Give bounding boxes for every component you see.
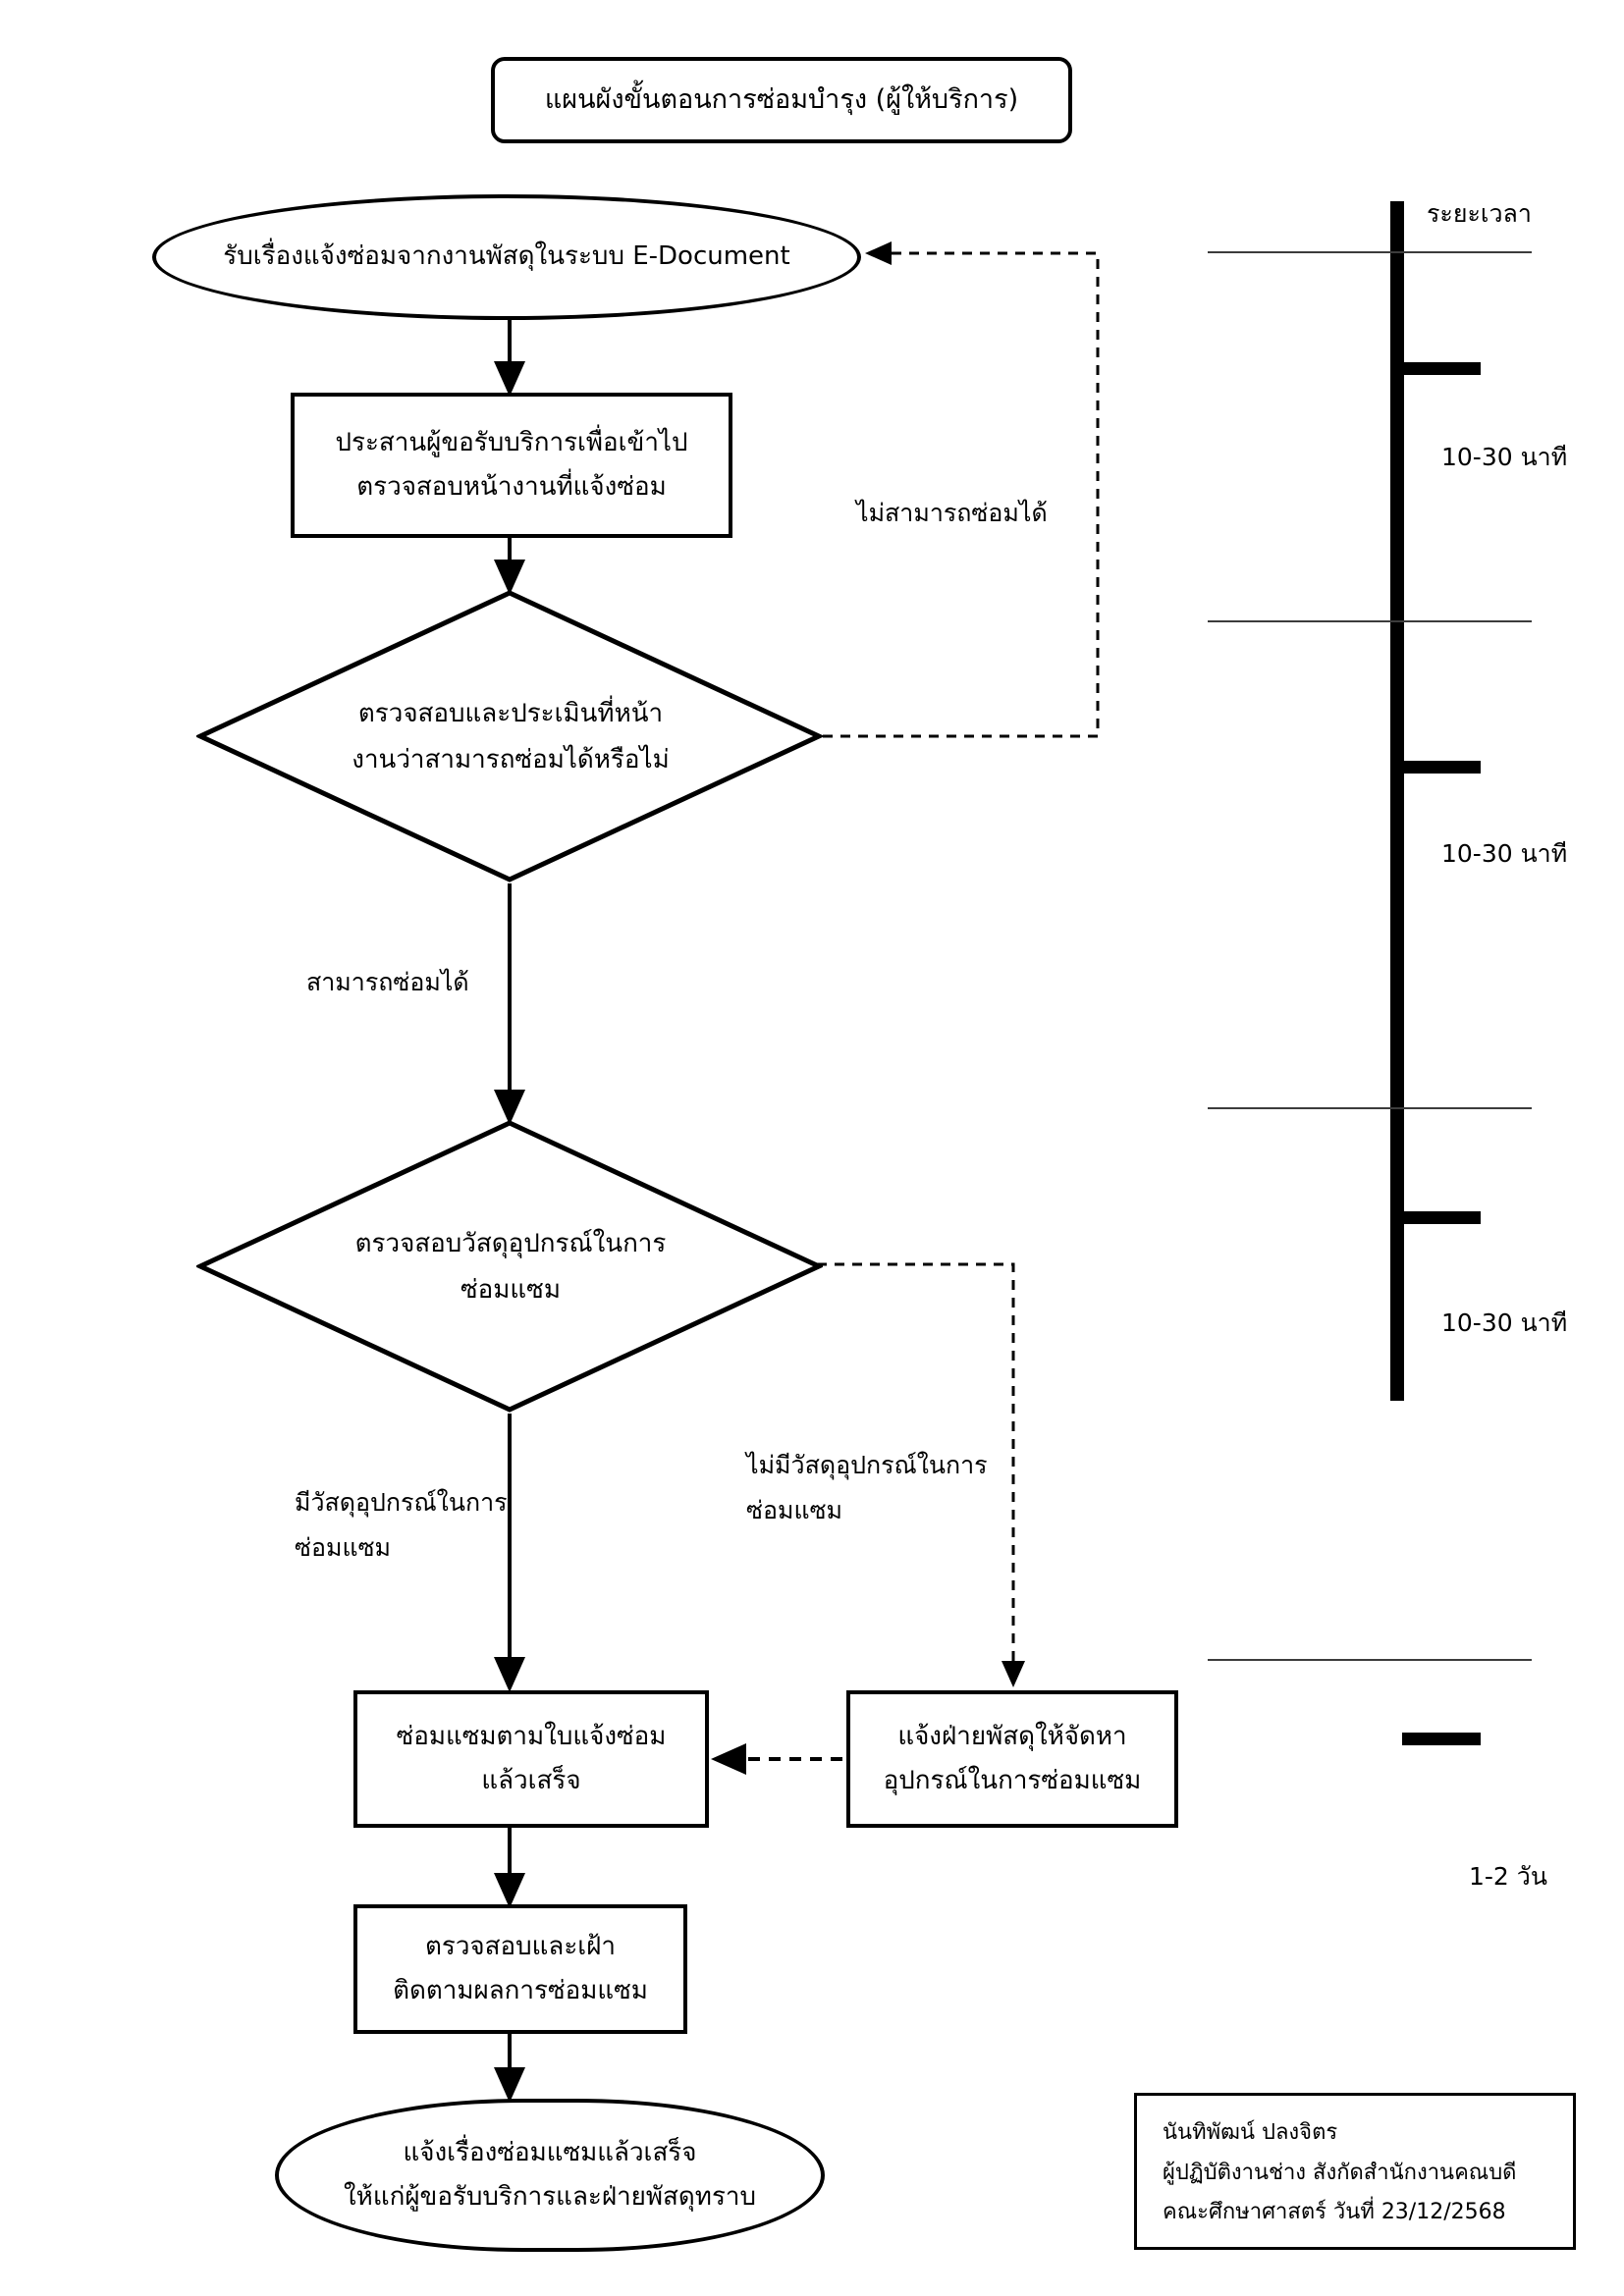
author-signature-box: นันทิพัฒน์ ปลงจิตร ผู้ปฏิบัติงานช่าง สัง…	[1134, 2093, 1576, 2250]
edge-label-can-repair: สามารถซ่อมได้	[306, 968, 469, 996]
decision-diamond-shape	[196, 1120, 823, 1413]
node-repair-line1: ซ่อมแซมตามใบแจ้งซ่อม	[396, 1721, 667, 1751]
node-decision-can-repair-label: ตรวจสอบและประเมินที่หน้า งานว่าสามารถซ่อ…	[304, 673, 717, 801]
timeline-separator-4	[1208, 1659, 1532, 1661]
timeline-separator-1	[1208, 251, 1532, 253]
node-coordinate-with-requester: ประสานผู้ขอรับบริการเพื่อเข้าไป ตรวจสอบห…	[291, 393, 732, 538]
timeline-duration-2: 10-30 นาที	[1441, 839, 1568, 868]
node-decision1-line2: งานว่าสามารถซ่อมได้หรือไม่	[352, 745, 670, 774]
node-start-receive-request: รับเรื่องแจ้งซ่อมจากงานพัสดุในระบบ E-Doc…	[152, 194, 861, 320]
node-end-line1: แจ้งเรื่องซ่อมแซมแล้วเสร็จ	[403, 2137, 697, 2167]
node-monitor-repair-result: ตรวจสอบและเฝ้า ติดตามผลการซ่อมแซม	[353, 1904, 687, 2034]
timeline-tick-2	[1402, 761, 1481, 774]
author-faculty-date: คณะศึกษาศาสตร์ วันที่ 23/12/2568	[1163, 2200, 1506, 2225]
node-inform-supply-department: แจ้งฝ่ายพัสดุให้จัดหา อุปกรณ์ในการซ่อมแซ…	[846, 1690, 1178, 1828]
timeline-axis-bar	[1390, 201, 1404, 1401]
node-monitor-line2: ติดตามผลการซ่อมแซม	[393, 1976, 648, 2005]
node-end-line2: ให้แก่ผู้ขอรับบริการและฝ่ายพัสดุทราบ	[343, 2182, 757, 2212]
node-decision-has-parts: ตรวจสอบวัสดุอุปกรณ์ในการ ซ่อมแซม	[196, 1119, 823, 1414]
decision-diamond-shape	[196, 590, 823, 882]
timeline-duration-3: 10-30 นาที	[1441, 1308, 1568, 1337]
timeline-duration-1: 10-30 นาที	[1441, 443, 1568, 471]
node-monitor-line1: ตรวจสอบและเฝ้า	[424, 1931, 617, 1961]
author-position: ผู้ปฏิบัติงานช่าง สังกัดสำนักงานคณบดี	[1163, 2160, 1517, 2185]
node-start-label: รับเรื่องแจ้งซ่อมจากงานพัสดุในระบบ E-Doc…	[223, 241, 790, 272]
timeline-tick-4	[1402, 1733, 1481, 1745]
timeline-separator-3	[1208, 1107, 1532, 1109]
edge-label-no-parts: ไม่มีวัสดุอุปกรณ์ในการ ซ่อมแซม	[746, 1451, 988, 1525]
timeline-duration-4: 1-2 วัน	[1469, 1862, 1547, 1891]
node-inform-supply-line2: อุปกรณ์ในการซ่อมแซม	[883, 1766, 1142, 1795]
node-coordinate-line2: ตรวจสอบหน้างานที่แจ้งซ่อม	[356, 472, 667, 502]
timeline-tick-3	[1390, 1211, 1481, 1224]
page-title: แผนผังขั้นตอนการซ่อมบำรุง (ผู้ให้บริการ)	[491, 57, 1072, 143]
node-decision2-line1: ตรวจสอบวัสดุอุปกรณ์ในการ	[354, 1229, 667, 1259]
node-coordinate-line1: ประสานผู้ขอรับบริการเพื่อเข้าไป	[335, 427, 688, 457]
page-title-text: แผนผังขั้นตอนการซ่อมบำรุง (ผู้ให้บริการ)	[544, 84, 1019, 116]
timeline-header: ระยะเวลา	[1427, 199, 1532, 228]
node-decision1-line1: ตรวจสอบและประเมินที่หน้า	[357, 699, 664, 729]
author-name: นันทิพัฒน์ ปลงจิตร	[1163, 2120, 1338, 2145]
timeline-separator-2	[1208, 620, 1532, 622]
node-inform-supply-line1: แจ้งฝ่ายพัสดุให้จัดหา	[897, 1721, 1127, 1751]
node-decision-has-parts-label: ตรวจสอบวัสดุอุปกรณ์ในการ ซ่อมแซม	[304, 1203, 717, 1331]
edge-label-cannot-repair: ไม่สามารถซ่อมได้	[856, 499, 1048, 527]
node-repair-line2: แล้วเสร็จ	[481, 1766, 581, 1795]
node-repair-per-ticket: ซ่อมแซมตามใบแจ้งซ่อม แล้วเสร็จ	[353, 1690, 709, 1828]
node-decision2-line2: ซ่อมแซม	[460, 1275, 561, 1305]
edge-label-has-parts: มีวัสดุอุปกรณ์ในการ ซ่อมแซม	[295, 1488, 508, 1563]
node-end-notify-completion: แจ้งเรื่องซ่อมแซมแล้วเสร็จ ให้แก่ผู้ขอรั…	[275, 2099, 825, 2252]
node-decision-can-repair: ตรวจสอบและประเมินที่หน้า งานว่าสามารถซ่อ…	[196, 589, 823, 883]
timeline-tick-1	[1402, 362, 1481, 375]
